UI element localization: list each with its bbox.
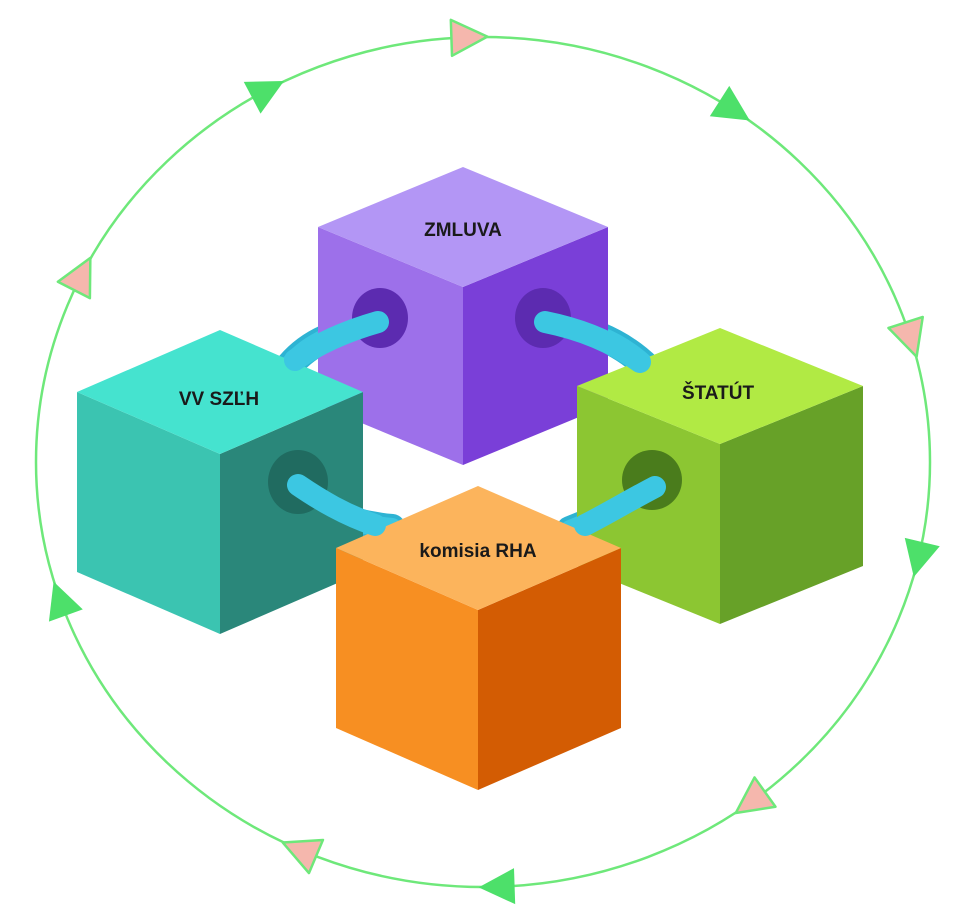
block-komisia-left-face [336, 548, 478, 790]
cycle-arrow-green-icon [904, 537, 940, 578]
cycle-ring [34, 18, 940, 905]
connector-front-group [284, 311, 666, 536]
block-vv: VV SZĽH [77, 330, 363, 634]
block-vv-left-face [77, 392, 220, 634]
block-zmluva-label: ZMLUVA [424, 220, 502, 241]
connector-vv-socket-exit [287, 474, 386, 536]
block-komisia-label: komisia RHA [419, 541, 536, 562]
block-zmluva-top-face [318, 167, 608, 287]
block-komisia: komisia RHA [336, 486, 621, 790]
cycle-arrow-green-icon [478, 868, 516, 905]
block-komisia-top-face [336, 486, 621, 610]
cycle-arrow-pink-icon [734, 776, 777, 815]
block-group: ZMLUVA VV SZĽH ŠTATÚT komisia RHA [77, 167, 863, 790]
cycle-arrow-green-icon [709, 85, 750, 121]
block-komisia-right-face [478, 548, 621, 790]
block-statut-label: ŠTATÚT [682, 382, 755, 404]
cycle-arrow-pink-icon [56, 256, 92, 300]
cycle-arrow-pink-icon [449, 18, 489, 58]
connector-zmluva-left-exit [284, 311, 389, 371]
connector-zmluva-right-exit [534, 311, 651, 373]
cycle-arrow-pink-icon [887, 315, 924, 358]
block-vv-label: VV SZĽH [179, 389, 259, 410]
cycle-arrow-green-icon [48, 581, 83, 622]
cycle-arrow-pink-icon [281, 838, 325, 875]
cycle-arrow-green-icon [243, 80, 284, 114]
block-statut-right-face [720, 386, 863, 624]
connector-statut-socket-exit [574, 476, 666, 536]
